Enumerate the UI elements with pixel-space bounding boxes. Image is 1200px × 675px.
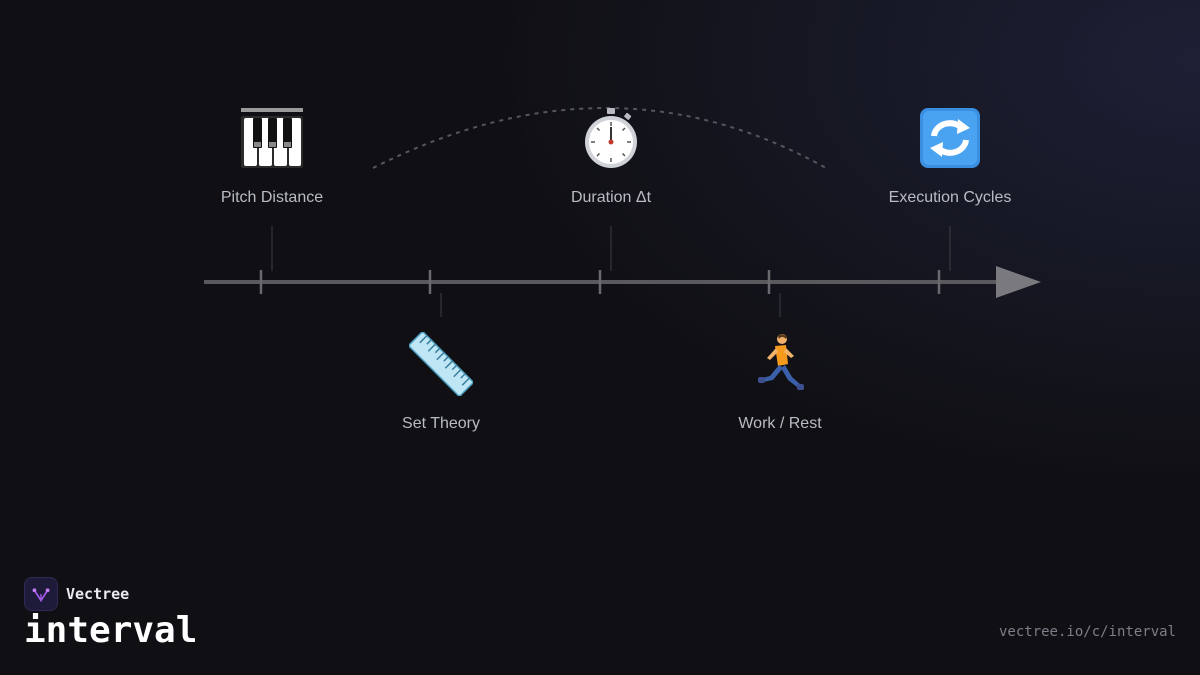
page-title: interval <box>24 610 198 651</box>
page-url[interactable]: vectree.io/c/interval <box>998 624 1176 640</box>
stopwatch-icon <box>585 108 637 168</box>
running-person-icon <box>758 334 804 390</box>
vectree-logo-icon <box>24 577 58 611</box>
piano-keys-icon <box>241 108 303 168</box>
concept-label: Work / Rest <box>738 415 822 432</box>
cycle-arrows-icon <box>920 108 980 168</box>
axis-arrowhead <box>996 266 1041 298</box>
ruler-icon <box>409 332 473 396</box>
concept-label: Duration Δt <box>570 189 652 206</box>
dashed-arc <box>372 107 827 169</box>
brand-name: Vectree <box>66 585 130 603</box>
concept-label: Pitch Distance <box>220 189 324 206</box>
concept-label: Execution Cycles <box>888 189 1012 206</box>
concept-label: Set Theory <box>402 415 480 432</box>
